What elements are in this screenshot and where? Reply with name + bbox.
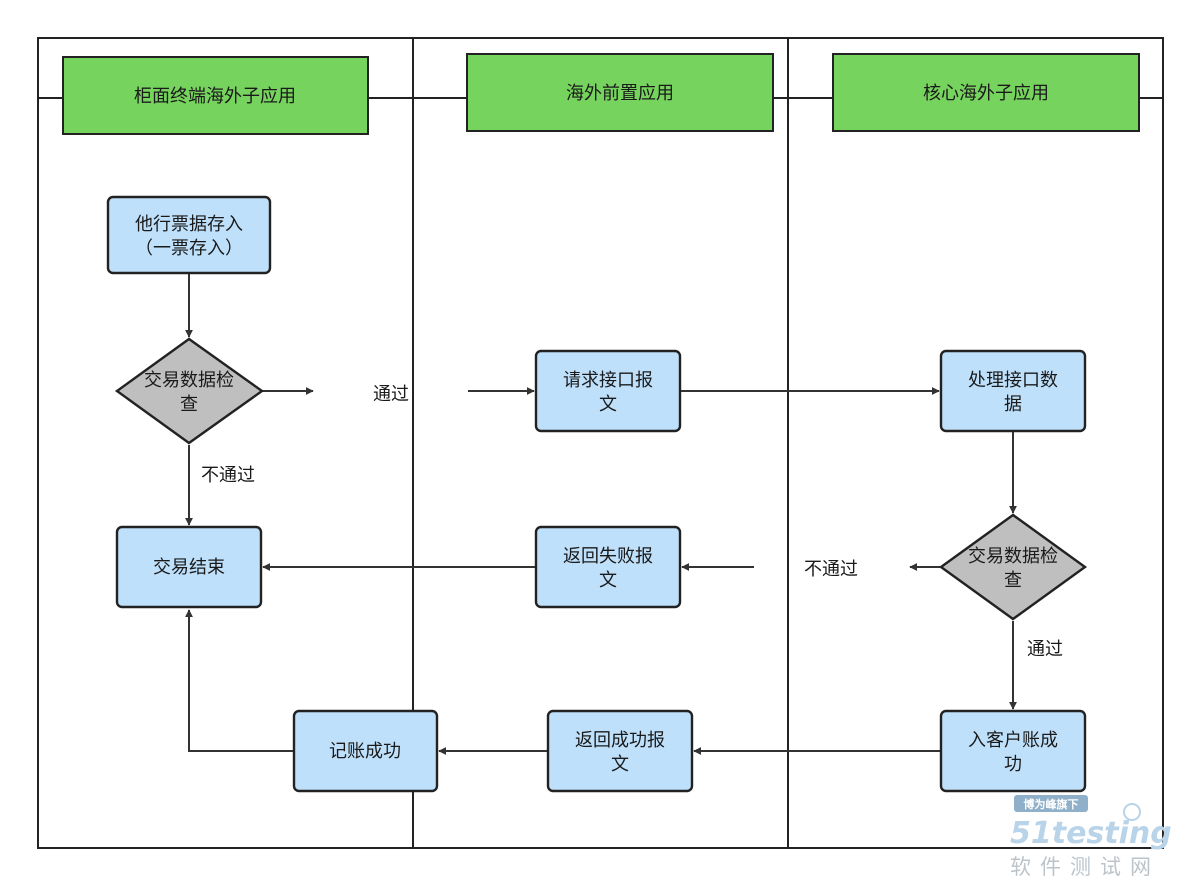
edge-label-pass: 通过 — [1027, 639, 1063, 660]
node-label: 处理接口数 — [968, 370, 1058, 391]
node-label: 功 — [1004, 754, 1022, 775]
edge-label-fail: 不通过 — [201, 465, 255, 486]
edge-booked-to-end — [185, 609, 294, 752]
node-process-interface-data: 处理接口数 据 — [939, 349, 1087, 433]
node-label: （一票存入） — [135, 238, 243, 259]
node-label: 查 — [1004, 570, 1022, 591]
lane-header-frontend: 海外前置应用 — [466, 53, 774, 132]
node-data-check-core: 交易数据检 查 — [938, 513, 1088, 621]
swimlane-frame — [37, 37, 1164, 849]
node-return-success-message: 返回成功报 文 — [546, 709, 694, 793]
node-label: 文 — [599, 570, 617, 591]
node-label: 查 — [180, 394, 198, 415]
watermark-globe-icon — [1123, 803, 1141, 821]
node-label: 入客户账成 — [968, 730, 1058, 751]
node-label: 交易结束 — [153, 557, 225, 578]
watermark-brand: 51testing — [1010, 816, 1172, 851]
edge-label-pass: 通过 — [373, 384, 409, 405]
watermark-tag: 博为峰旗下 — [1024, 797, 1079, 811]
node-transaction-end: 交易结束 — [115, 525, 263, 609]
node-label: 文 — [611, 754, 629, 775]
node-label: 他行票据存入 — [135, 214, 243, 235]
lane-header-core: 核心海外子应用 — [832, 53, 1140, 132]
node-credit-account-success: 入客户账成 功 — [939, 709, 1087, 793]
node-label: 文 — [599, 394, 617, 415]
node-label: 交易数据检 — [144, 370, 234, 391]
node-label: 请求接口报 — [563, 370, 653, 391]
node-label: 返回成功报 — [575, 730, 665, 751]
node-data-check-counter: 交易数据检 查 — [114, 337, 265, 445]
lane-title: 海外前置应用 — [566, 83, 674, 104]
watermark-subtitle: 软件测试网 — [1010, 855, 1160, 879]
edge-label-fail: 不通过 — [804, 559, 858, 580]
node-booking-success: 记账成功 — [292, 709, 439, 793]
node-label: 交易数据检 — [968, 546, 1058, 567]
lane-title: 柜面终端海外子应用 — [134, 86, 296, 107]
lane-header-counter: 柜面终端海外子应用 — [62, 56, 369, 135]
node-request-message: 请求接口报 文 — [534, 349, 682, 433]
node-label: 记账成功 — [329, 741, 401, 762]
node-check-deposit: 他行票据存入 （一票存入） — [106, 195, 272, 275]
node-label: 据 — [1004, 394, 1022, 415]
lane-title: 核心海外子应用 — [923, 83, 1049, 104]
watermark-tag-badge — [1014, 795, 1088, 812]
node-label: 返回失败报 — [563, 546, 653, 567]
watermark-logo: 博为峰旗下 51testing 软件测试网 — [1010, 795, 1172, 879]
node-return-fail-message: 返回失败报 文 — [534, 525, 682, 609]
